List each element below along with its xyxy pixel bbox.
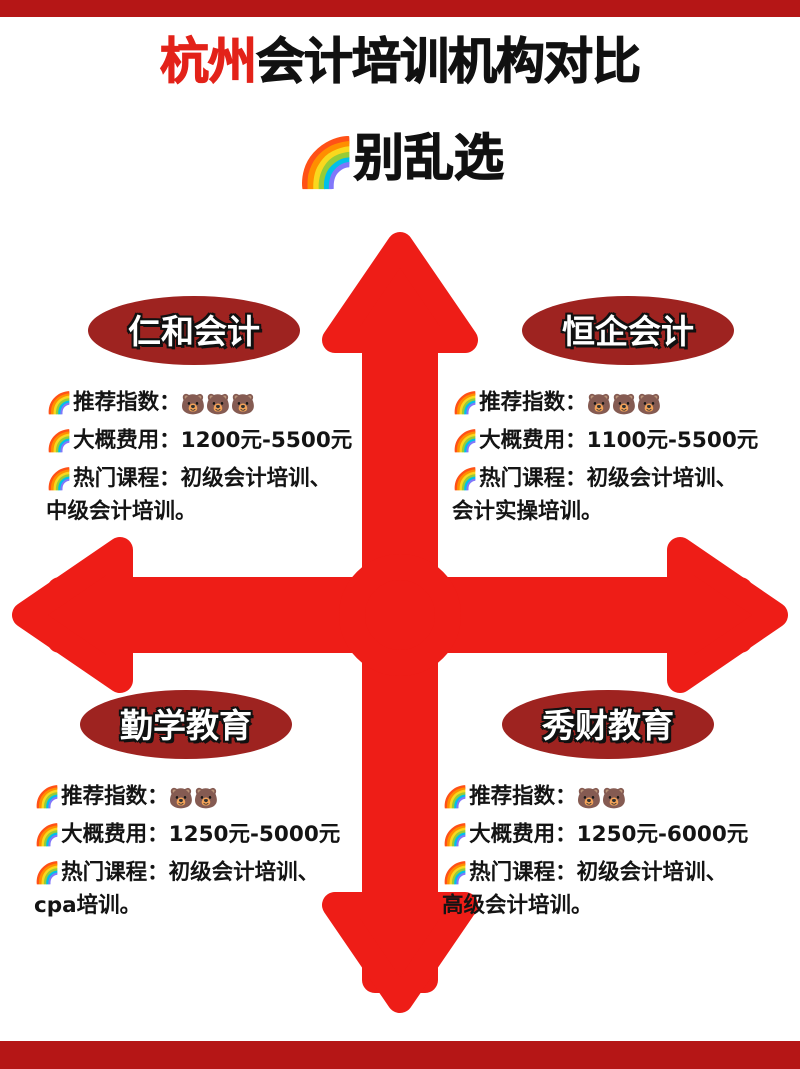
fee-value: 1250元-5000元 xyxy=(168,821,341,847)
institution-name: 秀财教育 xyxy=(542,706,674,745)
rating-label: 推荐指数： xyxy=(61,784,169,809)
courses-value-line2: 会计实操培训。 xyxy=(452,498,603,524)
headline-text: 杭州会计培训机构对比 xyxy=(0,32,800,91)
rainbow-bullet-icon: 🌈 xyxy=(46,466,73,491)
institution-details: 🌈推荐指数：🐻🐻🐻 🌈大概费用：1200元-5500元 🌈热门课程：初级会计培训… xyxy=(46,387,376,528)
arrowhead-down xyxy=(322,892,478,1013)
courses-value-line1: 初级会计培训、 xyxy=(586,465,738,491)
rating-bears-icon: 🐻🐻🐻 xyxy=(180,392,256,416)
rating-bears-icon: 🐻🐻 xyxy=(576,786,627,810)
rainbow-bullet-icon: 🌈 xyxy=(34,785,61,809)
arrowhead-up xyxy=(322,232,478,353)
courses-value-line1: 初级会计培训、 xyxy=(576,859,728,885)
courses-label: 热门课程： xyxy=(469,859,577,885)
fee-label: 大概费用： xyxy=(61,821,169,847)
top-scallop-band xyxy=(0,0,800,23)
courses-value-line2: cpa培训。 xyxy=(34,892,142,918)
fee-row: 🌈大概费用：1200元-5500元 xyxy=(46,425,376,458)
rating-row: 🌈推荐指数：🐻🐻🐻 xyxy=(452,387,788,420)
rainbow-bullet-icon: 🌈 xyxy=(34,822,61,847)
rating-row: 🌈推荐指数：🐻🐻🐻 xyxy=(46,387,376,420)
fee-value: 1250元-6000元 xyxy=(576,821,749,847)
rating-label: 推荐指数： xyxy=(73,390,181,415)
fee-row: 🌈大概费用：1250元-5000元 xyxy=(34,819,374,852)
rainbow-bullet-icon: 🌈 xyxy=(34,860,61,885)
bottom-scallop-band xyxy=(0,1034,800,1069)
arrowhead-left xyxy=(12,537,133,693)
rainbow-bullet-icon: 🌈 xyxy=(442,860,469,885)
courses-value-line2: 中级会计培训。 xyxy=(46,498,197,524)
courses-value-line2: 高级会计培训。 xyxy=(442,892,593,918)
fee-row: 🌈大概费用：1250元-6000元 xyxy=(442,819,782,852)
institution-name: 恒企会计 xyxy=(562,312,694,351)
headline-rest: 会计培训机构对比 xyxy=(255,32,641,90)
institution-name-badge[interactable]: 恒企会计 xyxy=(522,296,734,365)
rating-label: 推荐指数： xyxy=(479,390,587,415)
courses-label: 热门课程： xyxy=(61,859,169,885)
rating-bears-icon: 🐻🐻 xyxy=(168,786,219,810)
subtitle-label: 别乱选 xyxy=(353,128,504,187)
courses-label: 热门课程： xyxy=(73,465,181,491)
fee-label: 大概费用： xyxy=(469,821,577,847)
institution-details: 🌈推荐指数：🐻🐻🐻 🌈大概费用：1100元-5500元 🌈热门课程：初级会计培训… xyxy=(452,387,788,528)
rainbow-bullet-icon: 🌈 xyxy=(46,428,73,453)
courses-label: 热门课程： xyxy=(479,465,587,491)
top-scallop-edge xyxy=(0,9,800,23)
institution-name-badge[interactable]: 仁和会计 xyxy=(88,296,300,365)
rainbow-bullet-icon: 🌈 xyxy=(452,428,479,453)
arrowhead-right xyxy=(667,537,788,693)
rating-bears-icon: 🐻🐻🐻 xyxy=(586,392,662,416)
rating-row: 🌈推荐指数：🐻🐻 xyxy=(442,781,782,814)
institution-name: 勤学教育 xyxy=(120,706,252,745)
fee-value: 1100元-5500元 xyxy=(586,427,759,453)
courses-value-line1: 初级会计培训、 xyxy=(180,465,332,491)
institution-name-badge[interactable]: 勤学教育 xyxy=(80,690,292,759)
subtitle-text: 🌈别乱选 xyxy=(296,118,504,191)
courses-row: 🌈热门课程：初级会计培训、会计实操培训。 xyxy=(452,463,788,529)
fee-label: 大概费用： xyxy=(479,427,587,453)
page-title: 杭州会计培训机构对比 xyxy=(0,32,800,91)
rainbow-bullet-icon: 🌈 xyxy=(452,466,479,491)
rating-row: 🌈推荐指数：🐻🐻 xyxy=(34,781,374,814)
bottom-scallop-edge xyxy=(0,1034,800,1048)
headline-city: 杭州 xyxy=(159,32,257,90)
courses-row: 🌈热门课程：初级会计培训、 cpa培训。 xyxy=(34,857,374,923)
rainbow-bullet-icon: 🌈 xyxy=(442,822,469,847)
institution-details: 🌈推荐指数：🐻🐻 🌈大概费用：1250元-5000元 🌈热门课程：初级会计培训、… xyxy=(34,781,374,922)
rainbow-bullet-icon: 🌈 xyxy=(46,391,73,415)
rating-label: 推荐指数： xyxy=(469,784,577,809)
institution-card-top-right[interactable]: 恒企会计 🌈推荐指数：🐻🐻🐻 🌈大概费用：1100元-5500元 🌈热门课程：初… xyxy=(452,296,788,528)
courses-value-line1: 初级会计培训、 xyxy=(168,859,320,885)
courses-row: 🌈热门课程：初级会计培训、高级会计培训。 xyxy=(442,857,782,923)
institution-card-top-left[interactable]: 仁和会计 🌈推荐指数：🐻🐻🐻 🌈大概费用：1200元-5500元 🌈热门课程：初… xyxy=(46,296,376,528)
rainbow-bullet-icon: 🌈 xyxy=(452,391,479,415)
institution-card-bottom-left[interactable]: 勤学教育 🌈推荐指数：🐻🐻 🌈大概费用：1250元-5000元 🌈热门课程：初级… xyxy=(34,690,374,922)
fee-value: 1200元-5500元 xyxy=(180,427,353,453)
institution-name-badge[interactable]: 秀财教育 xyxy=(502,690,714,759)
courses-row: 🌈热门课程：初级会计培训、中级会计培训。 xyxy=(46,463,376,529)
page-subtitle: 🌈别乱选 xyxy=(0,118,800,191)
fee-row: 🌈大概费用：1100元-5500元 xyxy=(452,425,788,458)
rainbow-bullet-icon: 🌈 xyxy=(442,785,469,809)
fee-label: 大概费用： xyxy=(73,427,181,453)
institution-details: 🌈推荐指数：🐻🐻 🌈大概费用：1250元-6000元 🌈热门课程：初级会计培训、… xyxy=(442,781,782,922)
institution-name: 仁和会计 xyxy=(128,312,260,351)
institution-card-bottom-right[interactable]: 秀财教育 🌈推荐指数：🐻🐻 🌈大概费用：1250元-6000元 🌈热门课程：初级… xyxy=(442,690,782,922)
arrow-center-hub xyxy=(339,554,461,676)
rainbow-icon: 🌈 xyxy=(296,135,356,191)
